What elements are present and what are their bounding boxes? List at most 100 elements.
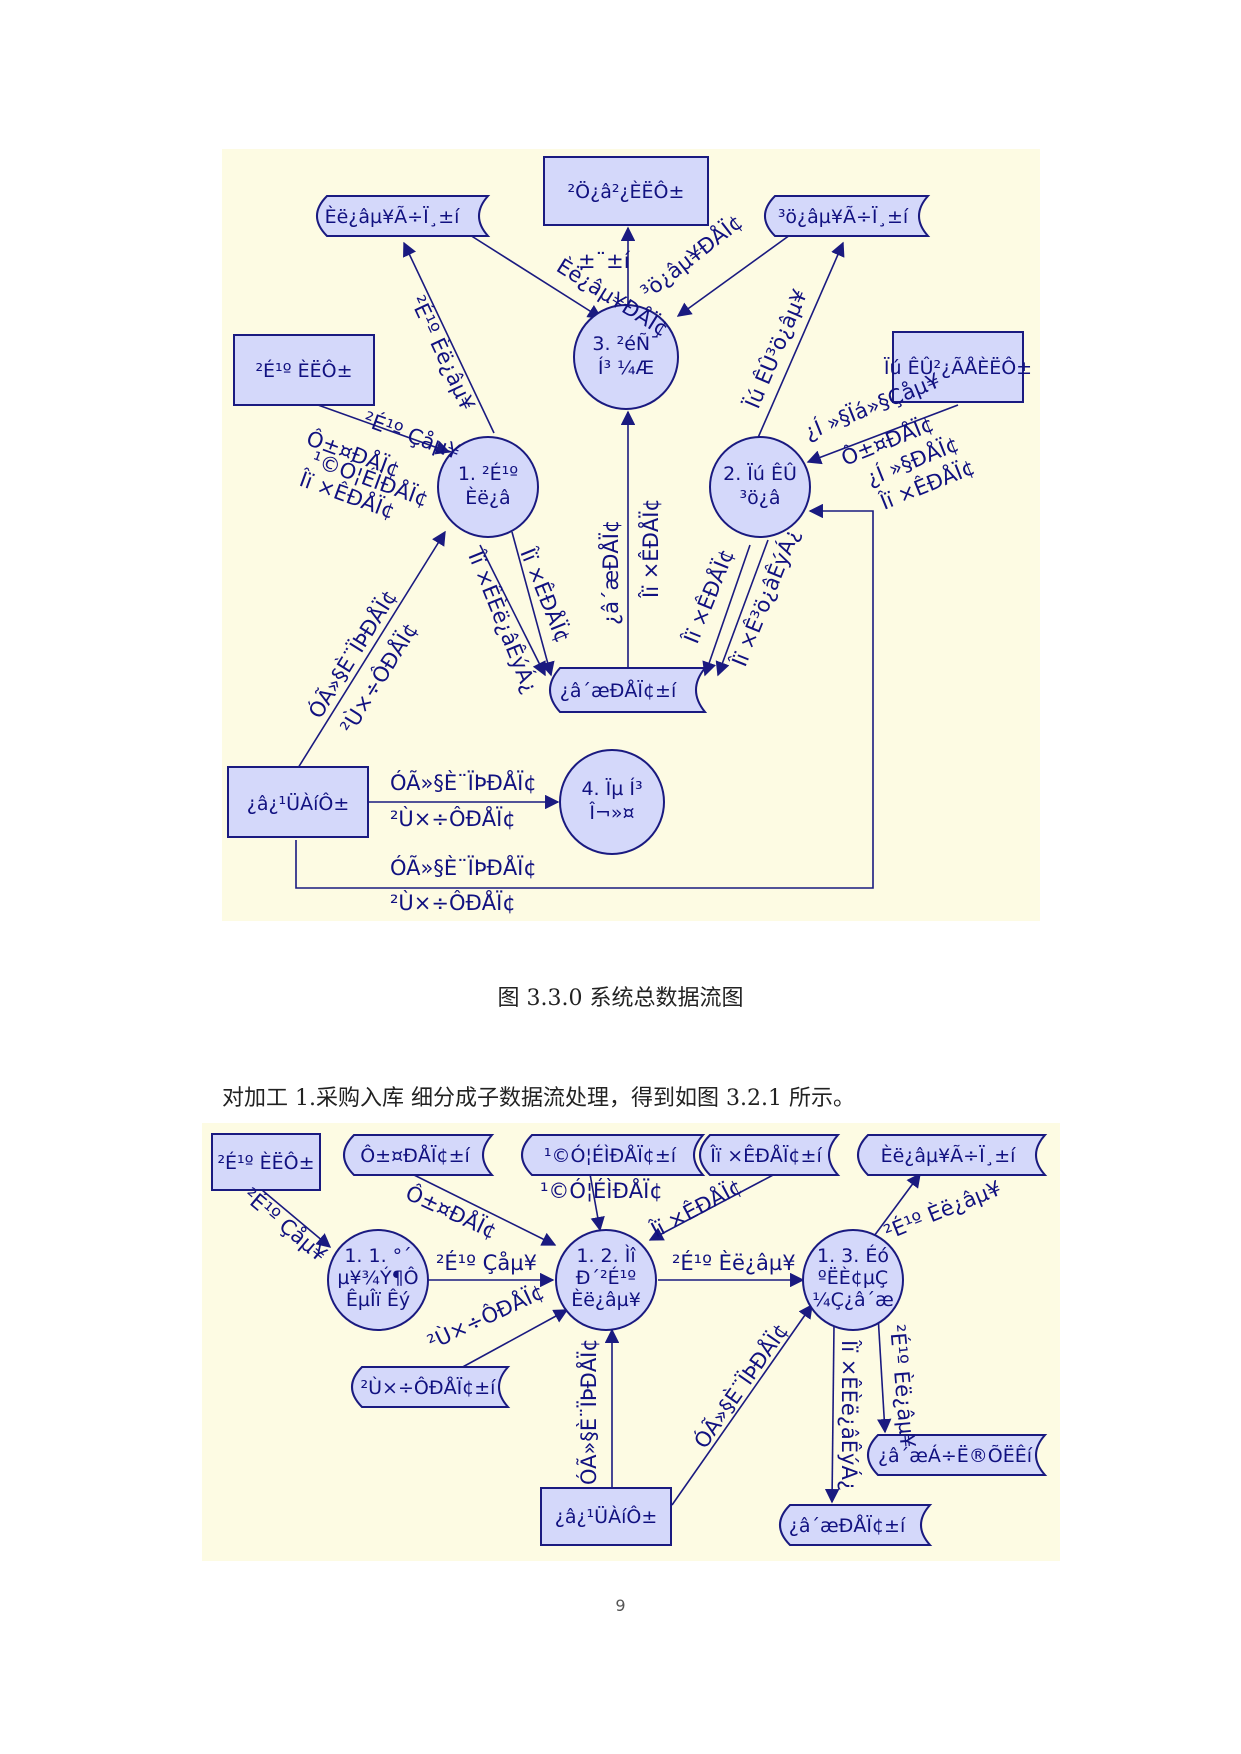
edge2-p13-to-stock-change bbox=[877, 1314, 892, 1434]
process2-12-line2: Ð´²É¹º bbox=[576, 1266, 636, 1289]
process2-13-line3: ¼Ç¿â´æ bbox=[812, 1289, 894, 1311]
ds-output-detail-label: ³ö¿âµ¥Ã÷Ï¸±í bbox=[778, 205, 909, 228]
edge2-manager-to-p13 bbox=[671, 1303, 813, 1506]
entity-purchaser-label: ²É¹º ÈËÔ± bbox=[255, 358, 352, 382]
process-purchase-line1: 1. ²É¹º bbox=[458, 462, 518, 485]
edge-purchaser-to-purchase bbox=[317, 404, 451, 455]
entity-warehouse-label: ²Ö¿â²¿ÈËÔ± bbox=[568, 179, 685, 203]
process2-12-line1: 1. 2. Ìî bbox=[576, 1244, 636, 1267]
process2-12 bbox=[555, 1229, 657, 1331]
label2-purchase-in2: ²É¹º Èë¿âµ¥ bbox=[881, 1175, 1005, 1244]
ds-stock-label: ¿â´æÐÅÏ¢±í bbox=[560, 679, 677, 702]
process-maintain bbox=[559, 749, 665, 855]
edge2-operator-to-p12 bbox=[447, 1309, 569, 1376]
ds2-stock-label: ¿â´æÐÅÏ¢±í bbox=[789, 1514, 906, 1537]
ds2-goods-label: Îï ×ÊÐÅÏ¢±í bbox=[709, 1144, 822, 1167]
label-sales-out: Ïú ÊÛ³ö¿âµ¥ bbox=[740, 285, 813, 412]
ds2-stock-store: ¿â´æÐÅÏ¢±í bbox=[779, 1504, 933, 1546]
label2-user-info2: ÓÃ»§È¨ÏÞÐÅÏ¢ bbox=[688, 1318, 793, 1453]
label-report: ±¨±í bbox=[578, 249, 631, 273]
label2-operator-info: ²Ù×÷ÔÐÅÏ¢ bbox=[423, 1278, 548, 1355]
entity-purchaser bbox=[233, 334, 375, 406]
diagram-2-edges bbox=[261, 1172, 921, 1506]
entity-warehouse bbox=[543, 156, 709, 226]
label2-supplier-info: ¹©Ó¦ÉÌÐÅÏ¢ bbox=[540, 1177, 663, 1203]
label-user-info-f: ²Ù×÷ÔÐÅÏ¢ bbox=[390, 889, 516, 915]
process2-13-line2: ºËÈ¢µÇ bbox=[818, 1266, 888, 1289]
edge-purchase-to-stock-a bbox=[511, 531, 555, 677]
edge-manager-to-sales bbox=[295, 503, 874, 889]
process-query-line1: 3. ²éÑ¯ bbox=[592, 332, 659, 355]
ds2-goods-store: Îï ×ÊÐÅÏ¢±í bbox=[699, 1134, 841, 1176]
label2-purchase-in: ²É¹º Èë¿âµ¥ bbox=[672, 1250, 796, 1275]
edge-purchase-to-stock-b bbox=[479, 544, 546, 677]
process2-11 bbox=[327, 1229, 429, 1331]
entity-sales bbox=[892, 331, 1024, 403]
ds2-staff-label: Ô±¤ÐÅÏ¢±í bbox=[360, 1143, 470, 1167]
label-user-info-c: ÓÃ»§È¨ÏÞÐÅÏ¢ bbox=[390, 769, 537, 795]
entity-sales-label: Ïú ÊÛ²¿ÃÅÈËÔ± bbox=[884, 355, 1032, 379]
body-paragraph: 对加工 1.采购入库 细分成子数据流处理，得到如图 3.2.1 所示。 bbox=[222, 1086, 855, 1111]
diagram-2: ²É¹º ÈËÔ± Ô±¤ÐÅÏ¢±í ¹©Ó¦ÉÌÐÅÏ¢±í Îï ×ÊÐÅ… bbox=[211, 1133, 1048, 1546]
label2-goods-in-qty: Îï ×ÊÈë¿âÊýÁ¿ bbox=[837, 1339, 862, 1491]
ds2-input-detail-store: Èë¿âµ¥Ã÷Ï¸±í bbox=[857, 1134, 1048, 1176]
ds-output-detail-store: ³ö¿âµ¥Ã÷Ï¸±í bbox=[764, 195, 931, 237]
process-purchase bbox=[437, 436, 539, 538]
ds-input-detail-store: Èë¿âµ¥Ã÷Ï¸±í bbox=[316, 195, 491, 237]
ds2-operator-store: ²Ù×÷ÔÐÅÏ¢±í bbox=[351, 1366, 511, 1408]
entity-manager bbox=[227, 766, 369, 838]
edge2-supplier-to-p12 bbox=[589, 1173, 605, 1232]
page-number: 9 bbox=[615, 1596, 626, 1615]
edge-out-detail-to-query bbox=[676, 234, 791, 317]
label-purchase-in: ²É¹º Èë¿âµ¥ bbox=[405, 292, 480, 415]
edge-purchase-to-in-detail bbox=[403, 241, 495, 434]
process2-12-line3: Èë¿âµ¥ bbox=[571, 1288, 641, 1311]
edge2-goods-to-p12 bbox=[648, 1173, 776, 1241]
entity2-manager bbox=[540, 1487, 672, 1546]
process-purchase-line2: Èë¿â bbox=[465, 486, 510, 509]
ds2-supplier-label: ¹©Ó¦ÉÌÐÅÏ¢±í bbox=[544, 1143, 677, 1167]
ds2-stock-change-store: ¿â´æÁ÷Ë®ÕËÊí bbox=[867, 1434, 1048, 1476]
ds2-operator-label: ²Ù×÷ÔÐÅÏ¢±í bbox=[361, 1375, 497, 1399]
label-stock-info: ¿â´æÐÅÏ¢ bbox=[597, 520, 623, 625]
label-user-info-d: ²Ù×÷ÔÐÅÏ¢ bbox=[390, 805, 516, 831]
edge2-purchaser-to-p11 bbox=[261, 1189, 332, 1248]
process2-11-line3: ÊµÎï Êý bbox=[346, 1288, 410, 1311]
label-user-info-e: ÓÃ»§È¨ÏÞÐÅÏ¢ bbox=[390, 854, 537, 880]
diagram-1-edges bbox=[295, 226, 959, 889]
process-maintain-line1: 4. Ïµ Í³ bbox=[581, 777, 642, 800]
edge-sales-to-stock-a bbox=[702, 544, 751, 677]
edge-sales-to-stock-b bbox=[715, 539, 769, 677]
edge-sales-entity-to-sales bbox=[806, 404, 959, 465]
label2-purchase-note: ²É¹º Çåµ¥ bbox=[239, 1183, 332, 1267]
process-maintain-line2: Î¬»¤ bbox=[588, 801, 634, 824]
edge2-p13-to-stock bbox=[824, 1324, 840, 1504]
ds-stock-store: ¿â´æÐÅÏ¢±í bbox=[549, 667, 708, 713]
ds2-supplier-store: ¹©Ó¦ÉÌÐÅÏ¢±í bbox=[521, 1134, 706, 1176]
entity2-manager-label: ¿â¿¹ÜÀíÔ± bbox=[555, 1504, 658, 1528]
label-goods-info2: Îï ×ÊÐÅÏ¢ bbox=[637, 498, 663, 599]
entity2-purchaser-label: ²É¹º ÈËÔ± bbox=[217, 1150, 314, 1174]
ds2-stock-change-label: ¿â´æÁ÷Ë®ÕËÊí bbox=[878, 1444, 1033, 1467]
entity2-purchaser bbox=[211, 1133, 321, 1191]
diagram-1: Èë¿âµ¥Ã÷Ï¸±í ²Ö¿â²¿ÈËÔ± ³ö¿âµ¥Ã÷Ï¸±í ²É¹… bbox=[227, 156, 1032, 915]
edge2-staff-to-p12 bbox=[411, 1173, 557, 1246]
label2-purchase-note2: ²É¹º Çåµ¥ bbox=[436, 1250, 537, 1275]
ds2-input-detail-label: Èë¿âµ¥Ã÷Ï¸±í bbox=[881, 1144, 1017, 1167]
edge-sales-to-out-detail bbox=[756, 241, 845, 441]
entity-manager-label: ¿â¿¹ÜÀíÔ± bbox=[247, 791, 350, 815]
figure-caption: 图 3.3.0 系统总数据流图 bbox=[497, 986, 744, 1011]
process-sales-line2: ³ö¿â bbox=[740, 487, 781, 509]
ds-input-detail-label: Èë¿âµ¥Ã÷Ï¸±í bbox=[325, 205, 461, 228]
edge-in-detail-to-query bbox=[461, 229, 603, 319]
process-sales bbox=[709, 436, 811, 538]
process-query bbox=[573, 304, 679, 410]
label2-user-info: ÓÃ»§È¨ÏÞÐÅÏ¢ bbox=[575, 1338, 601, 1485]
ds2-staff-store: Ô±¤ÐÅÏ¢±í bbox=[343, 1134, 495, 1176]
process2-13-line1: 1. 3. Éó bbox=[817, 1244, 889, 1267]
label2-purchase-in3: ²É¹º Èë¿âµ¥ bbox=[885, 1323, 921, 1448]
label-goods-info4: Îï ×ÊÐÅÏ¢ bbox=[677, 545, 739, 648]
process-query-line2: Í³ ¼Æ bbox=[598, 356, 654, 379]
label-goods-info3: Îï ×ÊÐÅÏ¢ bbox=[515, 543, 577, 646]
